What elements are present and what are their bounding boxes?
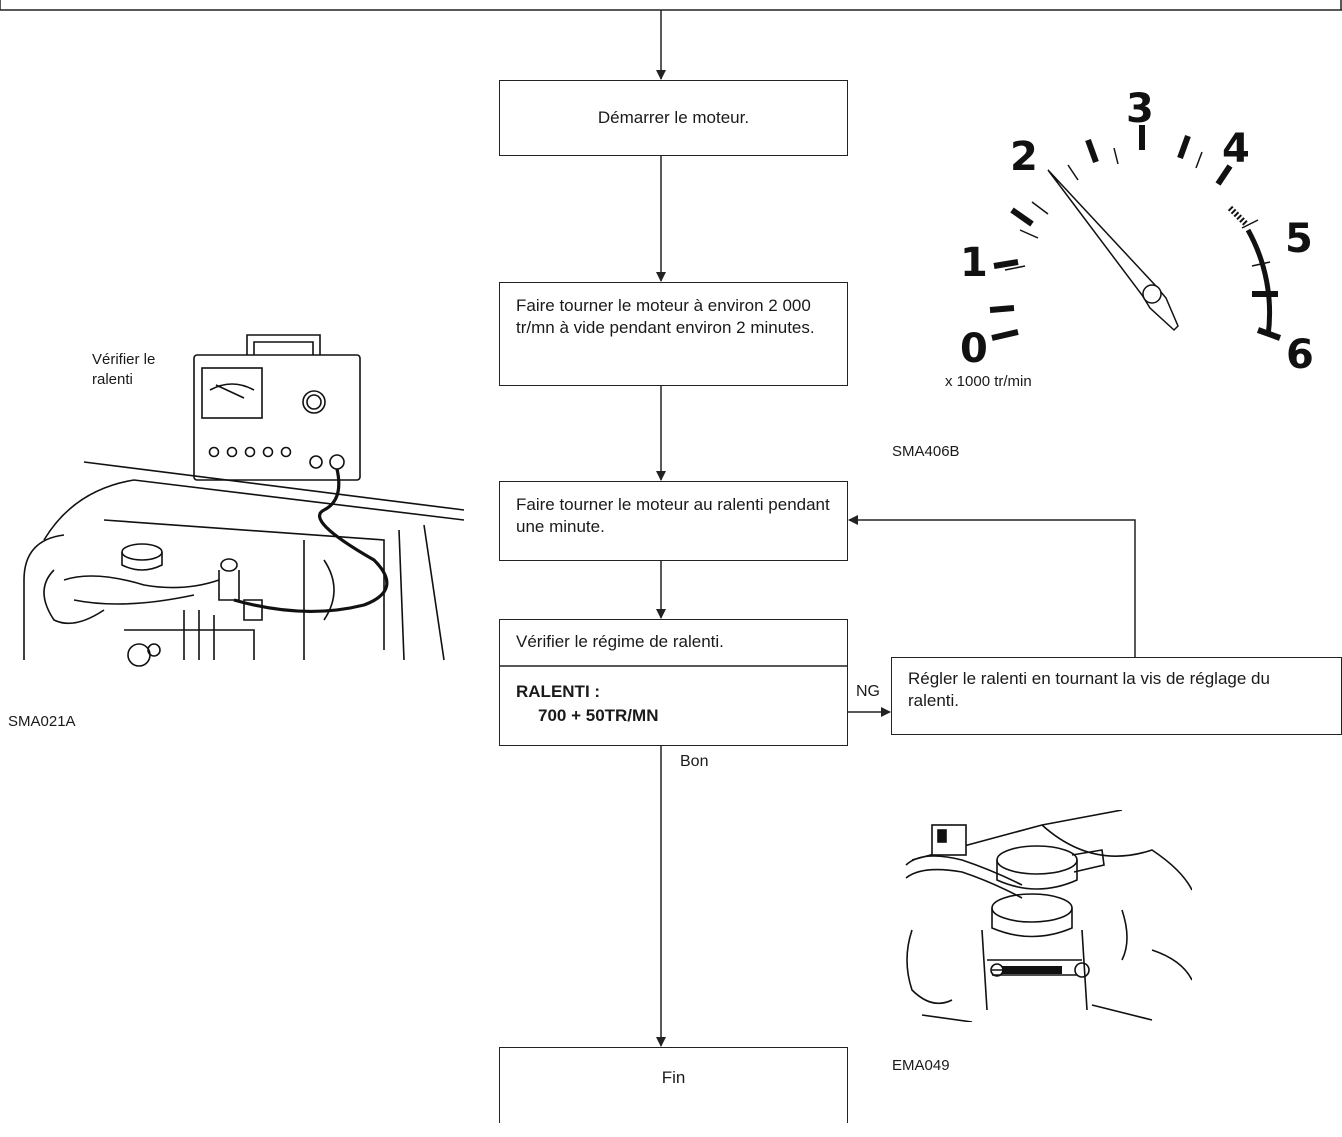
step-check-idle-frame xyxy=(499,619,848,746)
tester-ref: SMA021A xyxy=(8,713,76,730)
tacho-ref: SMA406B xyxy=(892,443,960,460)
tachometer-figure: 0 1 2 3 4 5 6 xyxy=(960,90,1314,378)
step-start-engine: Démarrer le moteur. xyxy=(499,80,848,156)
step-end: Fin xyxy=(499,1047,848,1123)
tacho-number-2: 2 xyxy=(1010,134,1038,180)
step-adjust: Régler le ralenti en tournant la vis de … xyxy=(891,657,1342,735)
tacho-number-0: 0 xyxy=(960,326,988,372)
tacho-number-5: 5 xyxy=(1285,216,1313,262)
step-start-engine-text: Démarrer le moteur. xyxy=(597,108,750,127)
step-run-idle-text: Faire tourner le moteur au ralenti penda… xyxy=(516,495,830,536)
spec-label: RALENTI : xyxy=(516,682,601,701)
tacho-number-6: 6 xyxy=(1286,332,1314,378)
tacho-unit: x 1000 tr/min xyxy=(945,373,1032,390)
idle-tester-illustration xyxy=(23,334,464,667)
branch-label-ok: Bon xyxy=(680,753,709,770)
step-run-2000-text: Faire tourner le moteur à environ 2 000 … xyxy=(516,296,815,337)
carburetor-illustration xyxy=(905,810,1192,1022)
tacho-number-4: 4 xyxy=(1222,126,1250,172)
step-run-idle: Faire tourner le moteur au ralenti penda… xyxy=(499,481,848,561)
tester-caption: Vérifier le ralenti xyxy=(92,351,156,388)
top-frame xyxy=(0,0,1342,11)
tacho-number-3: 3 xyxy=(1126,90,1154,132)
carburetor-ref: EMA049 xyxy=(892,1057,950,1074)
step-run-2000: Faire tourner le moteur à environ 2 000 … xyxy=(499,282,848,386)
tacho-number-1: 1 xyxy=(960,240,988,286)
branch-label-ng: NG xyxy=(856,683,880,700)
spec-value: 700 + 50TR/MN xyxy=(538,706,659,725)
arrow-loop-back xyxy=(848,515,1136,657)
step-check-idle-text: Vérifier le régime de ralenti. xyxy=(516,632,724,651)
step-adjust-text: Régler le ralenti en tournant la vis de … xyxy=(908,669,1270,710)
step-end-text: Fin xyxy=(661,1067,686,1087)
